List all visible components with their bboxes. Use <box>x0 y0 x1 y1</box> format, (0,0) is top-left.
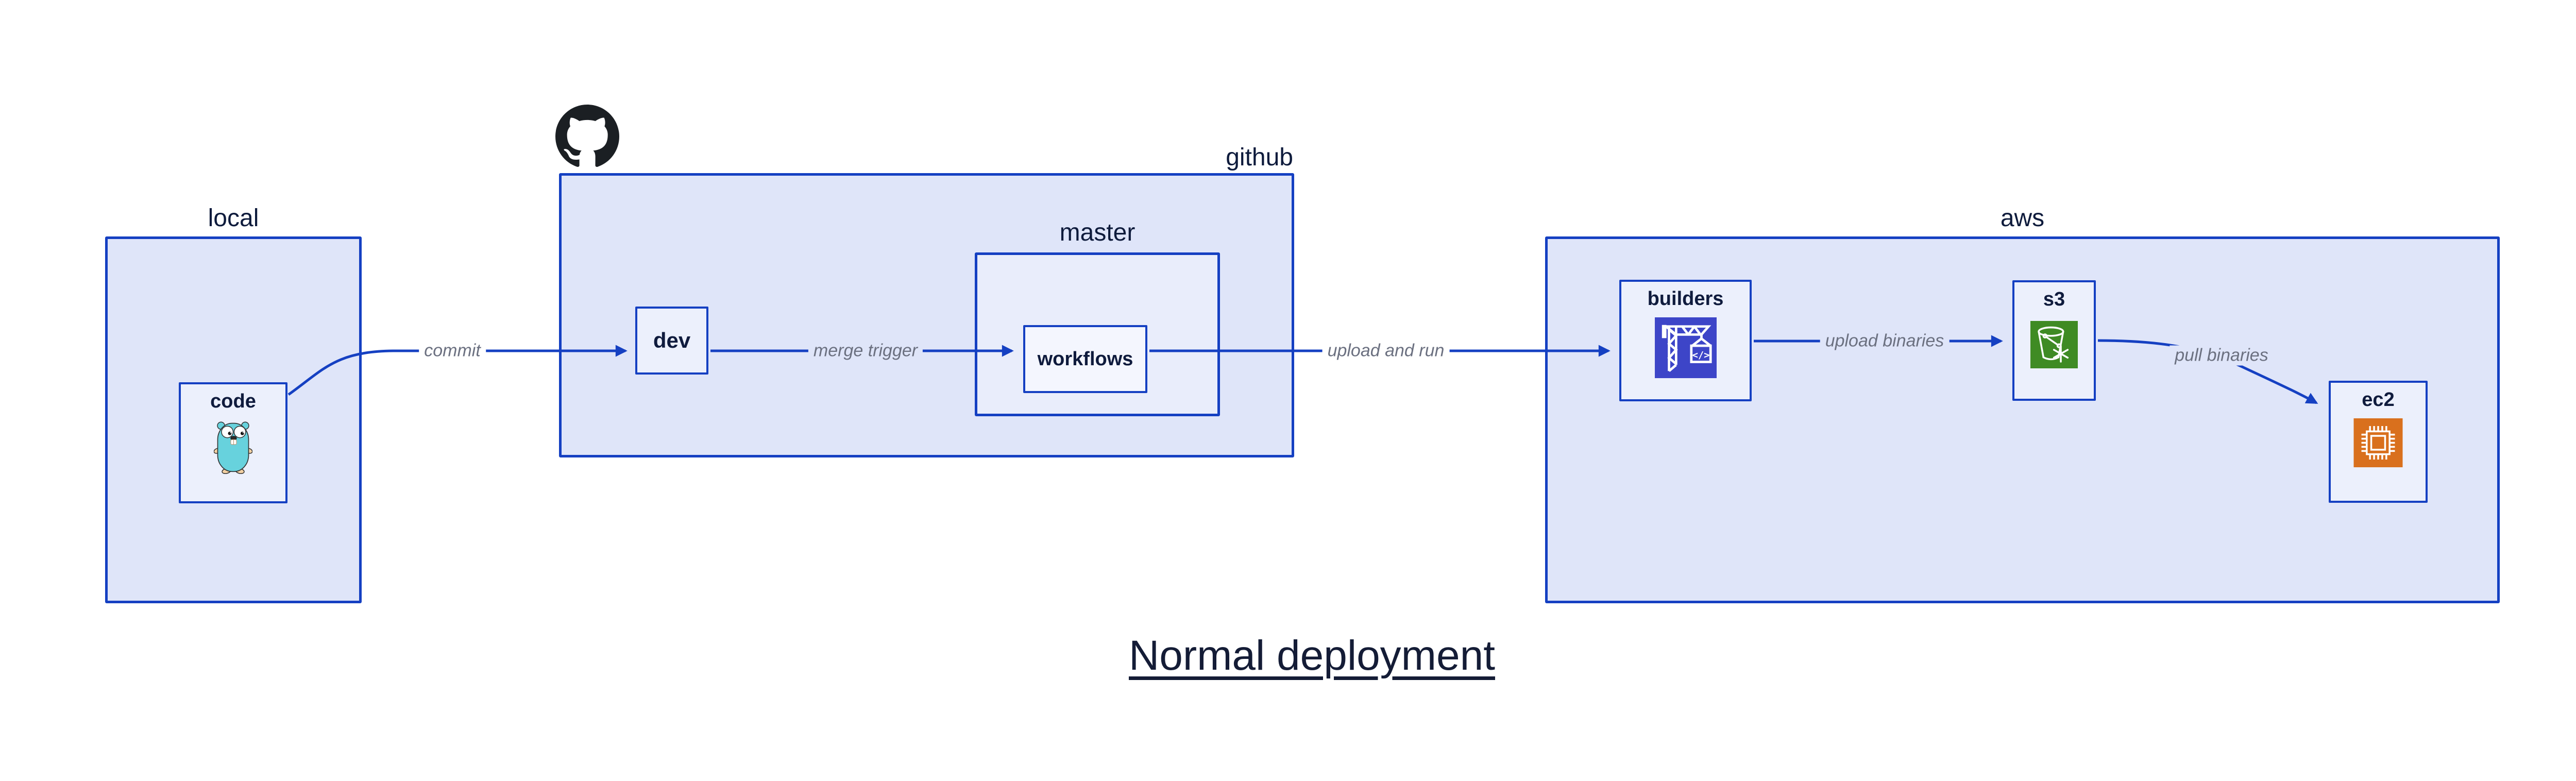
node-builders: builders </> <box>1619 280 1752 401</box>
node-code: code <box>179 382 287 503</box>
cluster-label-local: local <box>208 205 259 232</box>
node-s3: s3 <box>2012 280 2096 401</box>
edge-label-commit: commit <box>419 341 486 361</box>
edge-label-pull-binaries: pull binaries <box>2170 345 2274 366</box>
aws-ec2-chip-icon <box>2353 418 2403 467</box>
node-workflows: workflows <box>1023 325 1147 393</box>
node-code-label: code <box>210 390 256 412</box>
node-s3-label: s3 <box>2043 288 2065 310</box>
edge-label-merge-trigger: merge trigger <box>808 341 923 361</box>
aws-s3-bucket-icon <box>2030 321 2078 368</box>
aws-codebuild-crane-icon: </> <box>1654 317 1717 378</box>
node-ec2-label: ec2 <box>2362 389 2395 411</box>
cluster-label-github: github <box>1226 144 1293 171</box>
github-octocat-icon <box>555 105 619 167</box>
node-workflows-label: workflows <box>1037 348 1133 370</box>
edge-label-upload-binaries: upload binaries <box>1820 331 1950 351</box>
diagram-title: Normal deployment <box>1129 632 1495 679</box>
node-dev: dev <box>635 307 708 375</box>
go-gopher-icon <box>214 421 252 474</box>
edge-label-upload-and-run: upload and run <box>1322 341 1450 361</box>
svg-text:</>: </> <box>1692 350 1709 361</box>
cluster-label-master: master <box>1059 219 1136 246</box>
node-dev-label: dev <box>653 328 691 352</box>
node-ec2: ec2 <box>2329 381 2428 503</box>
node-builders-label: builders <box>1647 288 1724 310</box>
cluster-label-aws: aws <box>2000 205 2045 232</box>
